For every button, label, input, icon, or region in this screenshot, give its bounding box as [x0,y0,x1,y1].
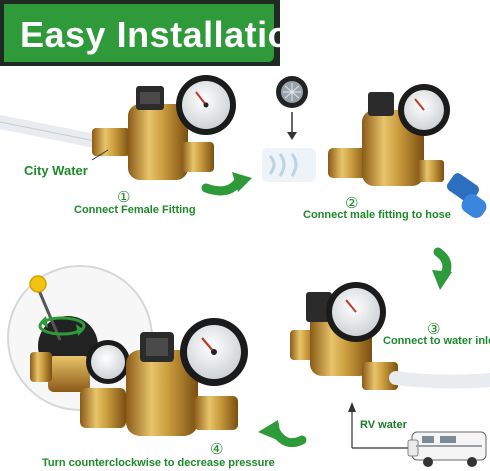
rv-water-label: RV water [360,419,407,431]
city-water-label: City Water [24,163,88,178]
rv-vehicle-image [407,431,487,467]
rv-flow-arrow [348,402,410,449]
step4-regulator-image [30,318,248,436]
step4-number: ④ [210,440,224,458]
step3-label: Connect to water inlet [383,335,490,347]
step2-hose-end-image [446,173,487,218]
arrow-step3-to-step4 [258,420,307,448]
title-banner: Easy Installation [0,0,312,66]
step2-number: ② [345,194,359,212]
title-banner-fill: Easy Installation [4,4,312,62]
arrow-step1-to-step2 [201,172,252,196]
step3-number: ③ [427,320,441,338]
step1-number: ① [117,188,131,206]
step4-label: Turn counterclockwise to decrease pressu… [42,457,275,469]
step2-filter-screen-image [262,76,316,182]
step2-label: Connect male fitting to hose [303,209,451,221]
step2-regulator-image [328,84,450,186]
step1-regulator-image [0,75,236,180]
page-title: Easy Installation [20,14,313,55]
step3-regulator-image [290,282,490,390]
step1-callout-line [91,149,109,161]
step1-label: Connect Female Fitting [74,204,196,216]
arrow-step2-to-step3 [432,247,452,290]
